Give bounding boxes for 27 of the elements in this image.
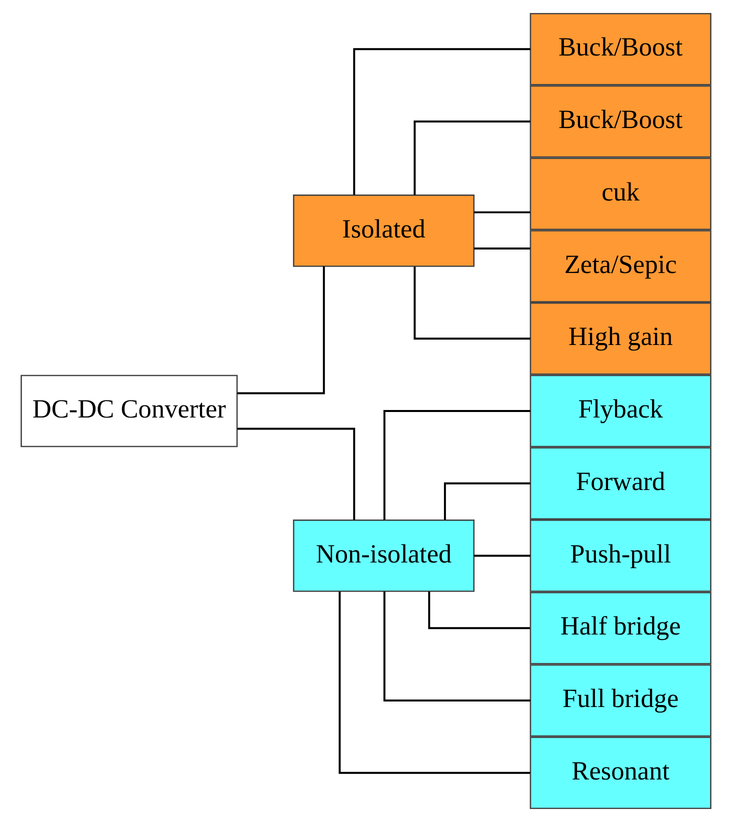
connector — [236, 266, 324, 394]
connector — [413, 120, 530, 195]
connector — [236, 428, 355, 520]
node-box: Push-pull — [529, 520, 711, 592]
node-box: DC-DC Converter — [20, 374, 238, 448]
connector — [338, 592, 530, 774]
node-box: Flyback — [529, 374, 711, 448]
connector — [413, 266, 530, 340]
connector — [473, 554, 530, 557]
node-box: cuk — [529, 158, 711, 230]
node-box: Isolated — [292, 194, 474, 267]
node-box: Zeta/Sepic — [529, 230, 711, 302]
connector — [382, 592, 530, 702]
node-box: Forward — [529, 447, 711, 520]
node-box: Full bridge — [529, 664, 711, 737]
connector — [443, 482, 530, 520]
connector — [352, 48, 530, 195]
connector — [428, 592, 530, 630]
connector — [473, 211, 530, 214]
node-box: Buck/Boost — [529, 85, 711, 158]
node-box: High gain — [529, 302, 711, 375]
node-box: Resonant — [529, 736, 711, 810]
node-box: Half bridge — [529, 592, 711, 664]
node-box: Non-isolated — [292, 520, 474, 592]
connector — [473, 248, 530, 250]
node-box: Buck/Boost — [529, 12, 711, 86]
connector — [382, 410, 530, 520]
